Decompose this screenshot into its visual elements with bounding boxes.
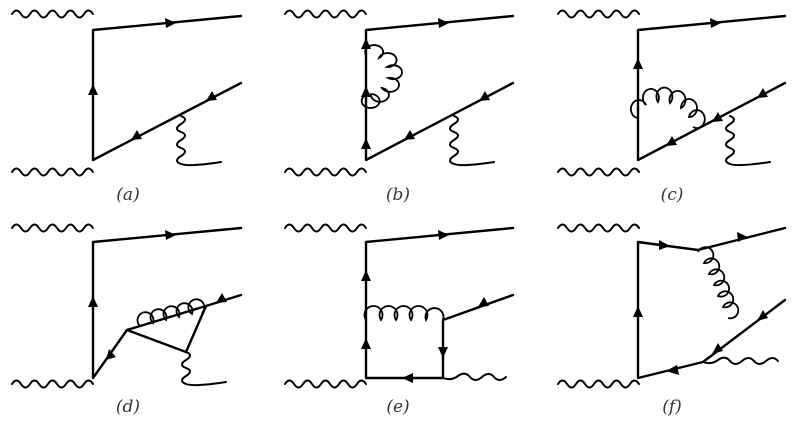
arrow-down-left-icon	[712, 343, 723, 354]
arrow-down-left-icon	[479, 91, 490, 101]
photon-out	[725, 115, 771, 167]
gluon-loop	[360, 44, 403, 109]
arrow-up-icon	[361, 338, 371, 349]
arrow-down-left-icon	[216, 293, 227, 303]
photon-in-top	[284, 9, 367, 19]
diagram-e: (e)	[284, 223, 515, 417]
photon-in-top	[284, 223, 367, 233]
arrow-up-icon	[361, 86, 371, 97]
arrow-down-left-icon	[712, 112, 723, 122]
arrow-right-icon	[438, 230, 449, 240]
gluon-loop	[629, 86, 706, 129]
arrow-left-icon	[666, 365, 679, 375]
arrow-down-icon	[438, 347, 448, 358]
photon-in-bottom	[284, 379, 367, 389]
arrow-up-icon	[633, 306, 643, 317]
quark-line	[364, 226, 515, 380]
photon-out	[181, 351, 227, 387]
photon-in-bottom	[557, 167, 640, 177]
diagram-f: (f)	[557, 223, 787, 417]
arrow-down-left-icon	[666, 136, 677, 146]
photon-in-bottom	[557, 379, 640, 389]
quark-line	[91, 14, 243, 162]
arrow-up-icon	[361, 38, 371, 49]
photon-in-top	[11, 223, 94, 233]
arrow-right-icon	[165, 18, 176, 28]
arrow-right-icon	[737, 232, 748, 242]
arrow-down-left-icon	[131, 130, 142, 140]
photon-in-bottom	[11, 379, 94, 389]
photon-in-bottom	[11, 167, 94, 177]
photon-in-top	[11, 9, 94, 19]
arrow-right-icon	[438, 18, 449, 28]
gluon-loop	[136, 298, 206, 327]
arrow-right-icon	[710, 18, 721, 28]
photon-in-top	[557, 9, 640, 19]
arrow-up-icon	[633, 58, 643, 69]
photon-in-top	[557, 223, 640, 233]
diagram-b: (b)	[284, 9, 515, 205]
arrow-up-icon	[88, 84, 98, 95]
panel-label-a: (a)	[116, 185, 139, 205]
photon-out	[702, 356, 779, 365]
photon-out	[176, 115, 222, 167]
arrow-down-left-icon	[478, 297, 489, 307]
arrow-up-icon	[361, 138, 371, 149]
arrow-right-icon	[659, 240, 670, 250]
quark-line	[364, 14, 515, 162]
diagram-a: (a)	[11, 9, 243, 205]
arrow-down-left-icon	[404, 130, 415, 140]
photon-out	[449, 115, 495, 167]
arrow-right-icon	[165, 230, 176, 240]
panel-label-e: (e)	[386, 397, 409, 417]
panel-label-c: (c)	[661, 185, 684, 205]
panel-label-b: (b)	[386, 185, 410, 205]
arrow-down-left-icon	[757, 310, 768, 321]
arrow-left-icon	[402, 373, 413, 383]
diagram-c: (c)	[557, 9, 787, 205]
diagram-d: (d)	[11, 223, 243, 417]
panel-label-d: (d)	[116, 397, 140, 417]
panel-label-f: (f)	[662, 397, 682, 417]
arrow-up-icon	[361, 270, 371, 281]
arrow-down-left-icon	[206, 91, 217, 101]
arrow-up-icon	[88, 296, 98, 307]
photon-out	[442, 372, 507, 381]
arrow-down-left-icon	[757, 88, 768, 98]
quark-line	[91, 226, 243, 380]
gluon-line	[697, 246, 740, 320]
arrow-down-left-icon	[106, 349, 116, 360]
gluon-line	[363, 305, 445, 323]
photon-in-bottom	[284, 167, 367, 177]
